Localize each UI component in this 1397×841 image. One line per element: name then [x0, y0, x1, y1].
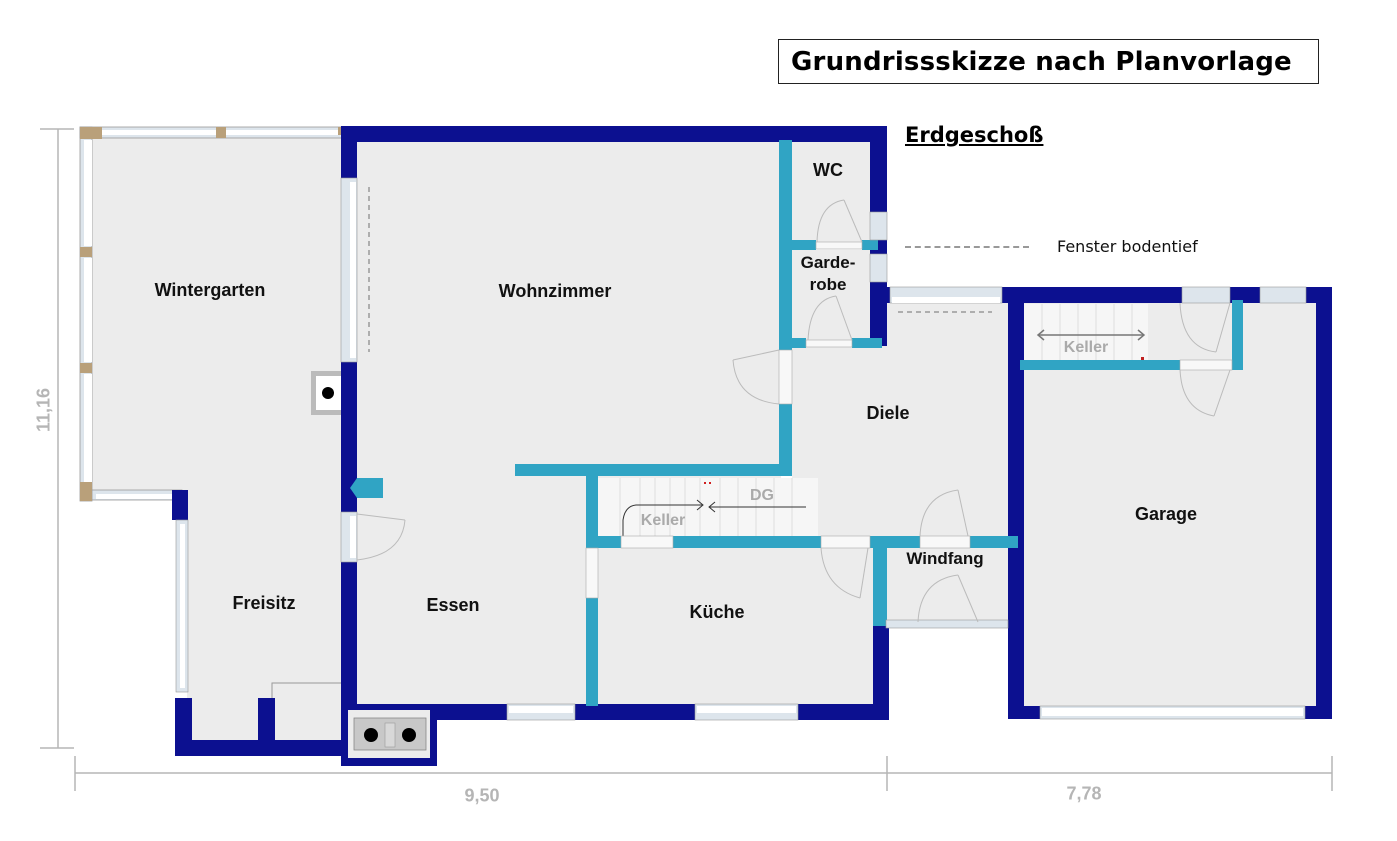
stairs-main	[598, 478, 818, 537]
window-white-panes	[180, 182, 1303, 716]
interior-walls	[350, 140, 1243, 706]
dimension-width-right: 7,78	[1066, 783, 1102, 804]
floor-wintergarten	[92, 138, 344, 492]
room-label-wintergarten: Wintergarten	[154, 280, 266, 300]
legend: Fenster bodentief	[905, 237, 1198, 256]
wintergarten-glazing	[79, 126, 352, 502]
plan-title: Grundrissskizze nach Planvorlage	[778, 39, 1319, 84]
chimney-icon	[348, 710, 430, 758]
floors	[92, 138, 1316, 740]
stairs-garage	[1024, 304, 1148, 362]
legend-dashed-line-icon	[905, 245, 1029, 248]
stair-label-garage-keller: Keller	[1063, 339, 1109, 356]
stair-label-dg: DG	[750, 487, 774, 504]
floor-window-marks	[368, 187, 992, 352]
legend-label: Fenster bodentief	[1057, 237, 1198, 256]
room-label-wohnzimmer: Wohnzimmer	[498, 281, 612, 301]
room-label-diele: Diele	[866, 403, 910, 423]
dimension-lines	[40, 128, 1333, 791]
room-label-garderobe: Garde-robe	[800, 253, 856, 294]
stove-icon	[311, 371, 341, 415]
room-label-garage: Garage	[1134, 504, 1198, 524]
door-openings	[585, 241, 1233, 599]
door-swings	[356, 199, 1231, 623]
room-label-windfang: Windfang	[906, 549, 984, 568]
floor-wc	[792, 142, 870, 242]
dimension-width-left: 9,50	[464, 785, 500, 806]
stair-label-keller: Keller	[640, 512, 686, 529]
freisitz-railing	[271, 682, 341, 698]
room-label-wc: WC	[813, 160, 843, 180]
floor-label: Erdgeschoß	[905, 123, 1044, 147]
room-label-freisitz: Freisitz	[232, 593, 296, 613]
room-label-kueche: Küche	[689, 602, 745, 622]
room-label-essen: Essen	[426, 595, 480, 615]
floor-kueche	[598, 546, 876, 704]
floor-windfang	[886, 546, 1008, 624]
dimension-height: 11,16	[33, 387, 54, 433]
